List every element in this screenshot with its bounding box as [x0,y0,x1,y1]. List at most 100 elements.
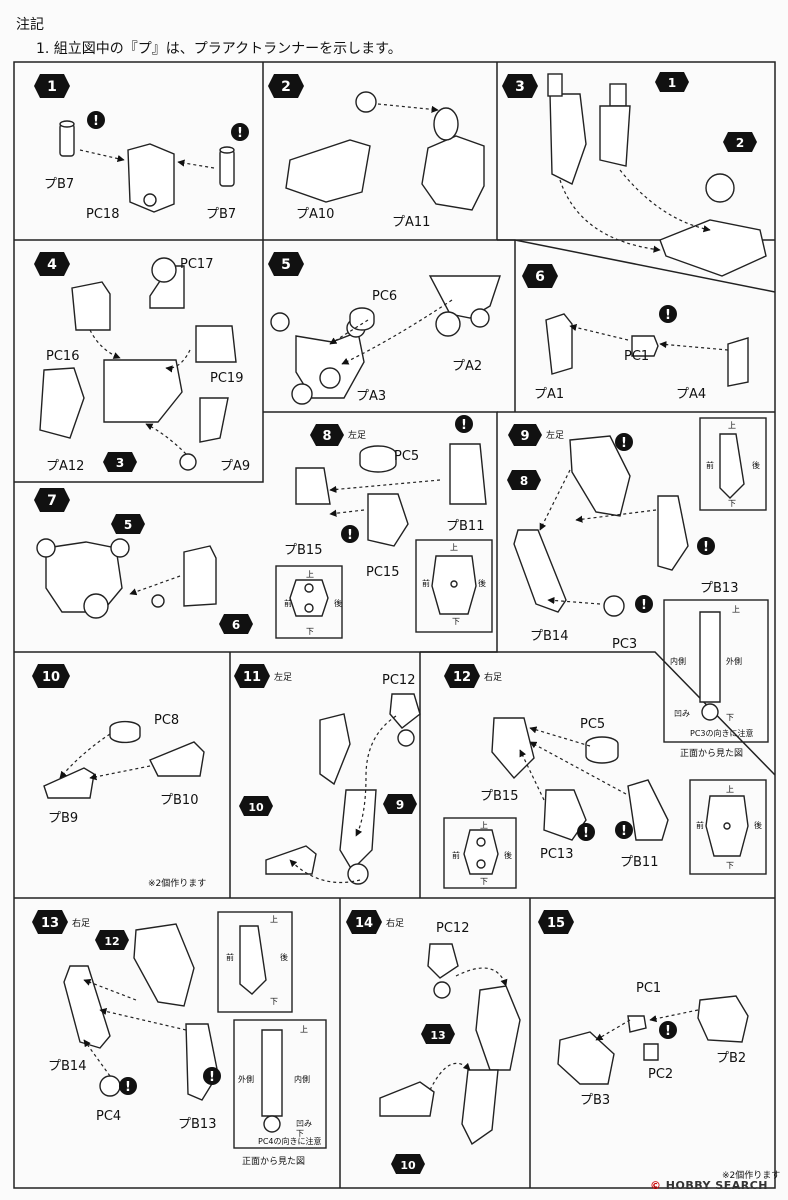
svg-text:10: 10 [400,1159,416,1172]
part-sketches [36,73,769,1149]
part-label: プB7 [206,207,236,222]
svg-text:外側: 外側 [726,656,742,666]
step-13-side: 右足 [72,917,90,929]
part-label: PC12 [436,921,469,936]
svg-text:!: ! [641,598,647,613]
part-label: プA9 [220,459,250,474]
part-label: PC3 [612,637,637,652]
ref-step-5: 5 [111,514,145,534]
svg-text:後: 後 [754,820,762,830]
part-label: プB15 [284,543,322,558]
watermark-brand: HOBBY SEARCH [665,1179,768,1192]
svg-text:!: ! [583,826,589,841]
part-label: PC13 [540,847,573,862]
part-label: PC1 [636,981,661,996]
step-12-side: 右足 [484,671,502,683]
ref-step-8: 8 [507,470,541,490]
svg-text:1: 1 [47,79,57,95]
svg-text:前: 前 [706,460,714,470]
svg-text:2: 2 [281,79,291,95]
part-label: プB15 [480,789,518,804]
part-label: PC6 [372,289,397,304]
svg-text:8: 8 [520,474,528,488]
svg-text:!: ! [93,114,99,129]
part-label: プB14 [530,629,568,644]
svg-text:5: 5 [281,257,291,273]
svg-text:15: 15 [547,916,565,931]
svg-text:!: ! [665,308,671,323]
svg-text:PC3の向きに注意: PC3の向きに注意 [690,728,754,738]
panel-grid [13,61,776,1189]
svg-text:13: 13 [430,1029,445,1042]
svg-text:10: 10 [248,801,264,814]
svg-text:1: 1 [668,76,676,90]
svg-text:上: 上 [270,915,278,924]
svg-text:下: 下 [726,861,734,870]
svg-text:!: ! [461,418,467,433]
part-label: PC17 [180,257,213,272]
part-label: PC1 [624,349,649,364]
ref-step-10b: 10 [391,1154,425,1174]
svg-text:6: 6 [232,618,240,632]
part-label: プA10 [296,207,334,222]
notes-line-1: 1. 組立図中の『プ』は、プラアクトランナーを示します。 [36,41,402,57]
part-label: PC5 [394,449,419,464]
step-8-side: 左足 [348,429,366,441]
svg-text:凹み: 凹み [674,709,690,718]
step-9-side: 左足 [546,429,564,441]
step-badges: 1 2 3 4 5 6 7 8 9 10 11 12 13 14 15 [32,74,574,934]
svg-text:!: ! [347,528,353,543]
part-label: PC19 [210,371,243,386]
step-10-badge: 10 [32,664,70,688]
svg-text:5: 5 [124,518,132,532]
step-12-badge: 12 [444,664,480,688]
svg-text:上: 上 [732,605,740,614]
svg-text:上: 上 [480,821,488,830]
svg-text:前: 前 [422,578,430,588]
step-5-badge: 5 [268,252,304,276]
svg-text:PC4の向きに注意: PC4の向きに注意 [258,1136,322,1146]
svg-text:!: ! [125,1080,131,1095]
part-label: プB13 [178,1117,216,1132]
svg-text:上: 上 [726,785,734,794]
step-14-badge: 14 [346,910,382,934]
part-label: PC5 [580,717,605,732]
svg-text:下: 下 [726,713,734,722]
part-label: プB2 [716,1051,746,1066]
svg-text:!: ! [209,1070,215,1085]
ref-step-10: 10 [239,796,273,816]
svg-text:内側: 内側 [294,1074,310,1084]
svg-text:8: 8 [322,429,331,444]
svg-text:14: 14 [355,916,373,931]
ref-step-2: 2 [723,132,757,152]
step-4-badge: 4 [34,252,70,276]
part-label: プB10 [160,793,198,808]
svg-text:上: 上 [306,570,314,579]
ref-step-9: 9 [383,794,417,814]
step-refs: 1 2 3 5 6 8 10 9 12 13 10 [95,72,757,1174]
step-2-badge: 2 [268,74,304,98]
step-15-note: ※2個作ります [722,1169,780,1181]
caution-icons: !! !! !! !! !! !! ! [87,111,715,1095]
part-label: プA2 [452,359,482,374]
svg-text:下: 下 [480,877,488,886]
part-label: PC2 [648,1067,673,1082]
part-label: プB11 [620,855,658,870]
part-label: プB11 [446,519,484,534]
part-label: プA3 [356,389,386,404]
svg-text:上: 上 [450,543,458,552]
ref-step-1: 1 [655,72,689,92]
part-labels: プB7 PC18 プB7 プA10 プA11 PC17 PC16 PC19 プA… [44,177,780,1181]
svg-text:!: ! [237,126,243,141]
step-6-badge: 6 [522,264,558,288]
part-label: PC12 [382,673,415,688]
svg-text:!: ! [621,436,627,451]
svg-text:4: 4 [47,257,57,273]
svg-text:下: 下 [306,627,314,636]
svg-text:下: 下 [296,1129,304,1138]
svg-text:上: 上 [728,421,736,430]
step-7-badge: 7 [34,488,70,512]
svg-text:13: 13 [41,916,59,931]
svg-text:3: 3 [515,79,525,95]
